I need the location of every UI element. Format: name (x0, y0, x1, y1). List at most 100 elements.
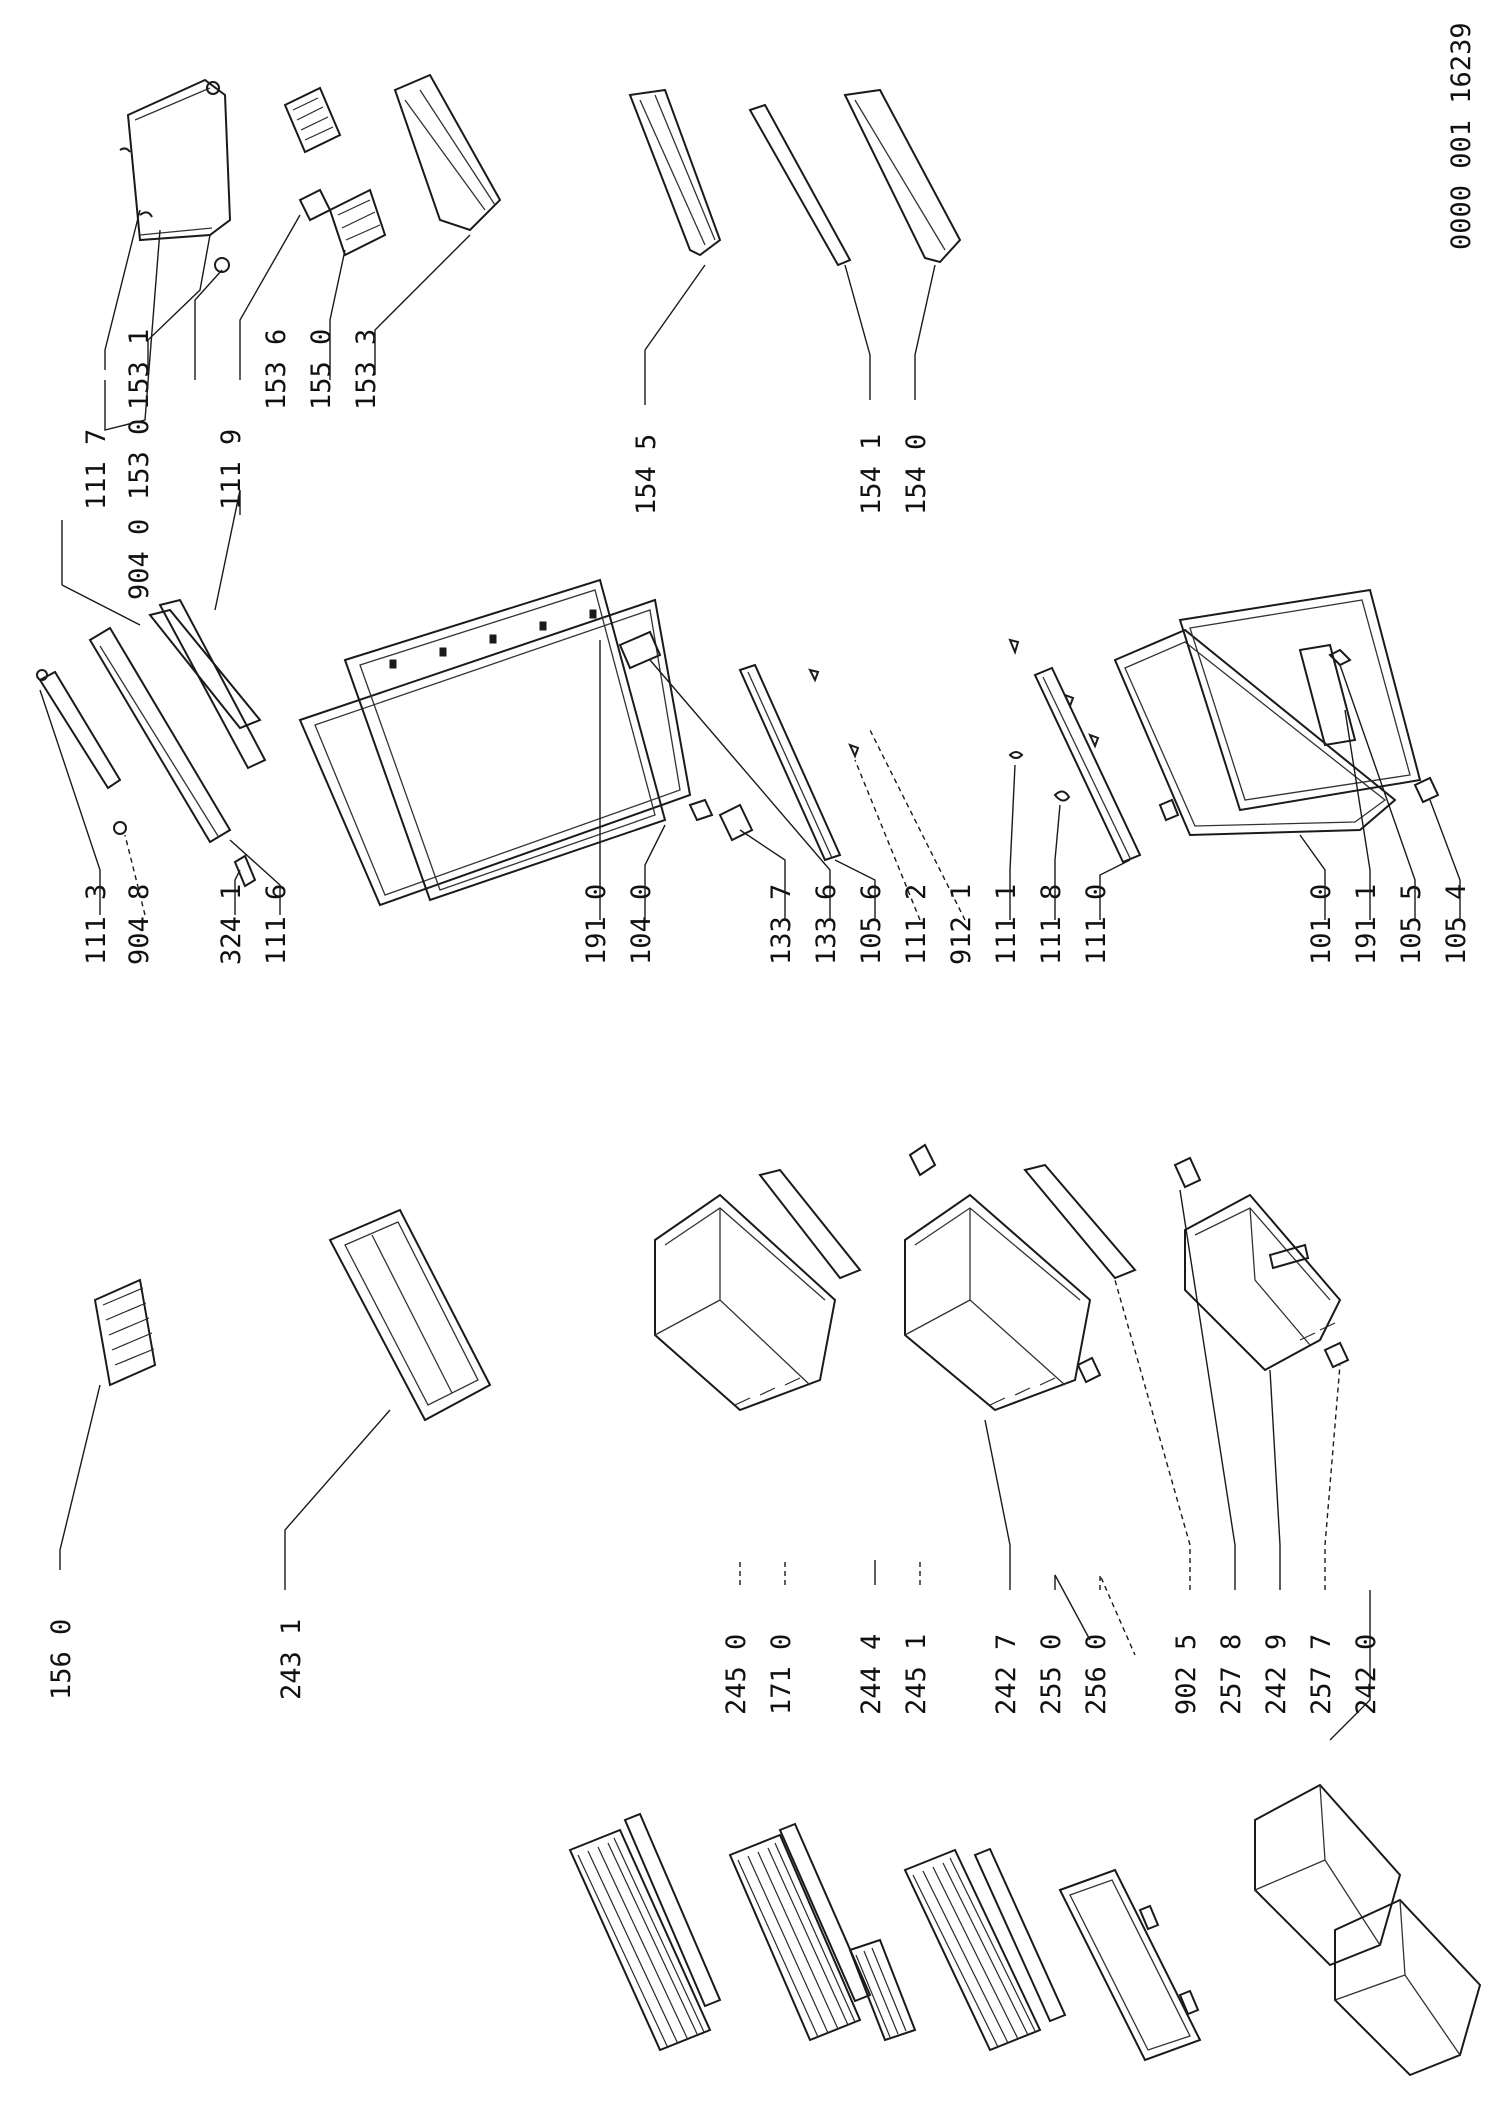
door-trim-bar (738, 663, 842, 862)
part-label-242-7: 242 7 (991, 1634, 1022, 1715)
part-label-245-0: 245 0 (721, 1634, 752, 1715)
door-balcony (628, 88, 722, 257)
latch-lower (1328, 648, 1352, 667)
shelves-group (568, 1783, 1482, 2077)
part-label-133-6: 133 6 (811, 884, 842, 965)
leader-line (104, 209, 141, 370)
crisper-box-1 (1254, 1783, 1402, 1967)
drawer-2-front-trim (1023, 1163, 1137, 1280)
leader-line (1269, 1369, 1281, 1590)
leader-line (147, 234, 211, 375)
clip (119, 147, 131, 153)
door-rack (126, 78, 232, 242)
part-label-111-3: 111 3 (81, 884, 112, 965)
leader-line (649, 659, 831, 920)
wire-shelf-2-bars (737, 1842, 856, 2038)
screw (113, 821, 127, 835)
wire-shelf-2-trim (778, 1822, 872, 2003)
leader-line (1054, 804, 1061, 920)
part-label-153-6: 153 6 (261, 329, 292, 410)
clip (139, 211, 153, 218)
bottle-rack (848, 1938, 917, 2042)
small-pin-3 (1008, 638, 1020, 655)
leader-line (124, 834, 146, 916)
leader-line (854, 759, 921, 921)
hinge-bracket (233, 854, 257, 888)
lower-door-group: 111 1 111 8 111 0 101 0 191 1 105 5 105 … (991, 588, 1472, 965)
leader-line (1054, 1574, 1091, 1641)
small-pin-5 (1088, 733, 1100, 749)
leader-line (1099, 859, 1131, 920)
latch-2 (718, 803, 754, 842)
part-label-105-6: 105 6 (856, 884, 887, 965)
drawer-3-handle (1268, 1243, 1310, 1270)
part-label-245-1: 245 1 (901, 1634, 932, 1715)
wire-shelf-3 (903, 1848, 1042, 2052)
door-trim-bar-edge (747, 671, 833, 859)
leader-line (229, 839, 281, 915)
lower-door-panel (1113, 628, 1397, 837)
freezer-shelf-divider (371, 1234, 453, 1394)
part-label-156-0: 156 0 (46, 1619, 77, 1700)
part-label-242-0: 242 0 (1351, 1634, 1382, 1715)
leader-line (1329, 1590, 1371, 1741)
ice-cube-cells (102, 1287, 155, 1366)
small-pin (808, 668, 820, 683)
small-pin-2 (848, 743, 860, 759)
part-label-904-0: 904 0 (124, 519, 155, 600)
leader-line (1114, 1279, 1191, 1590)
wire-shelf-1-trim (623, 1812, 722, 2008)
bottle-rack-bars (855, 1947, 907, 2038)
leader-line (329, 249, 346, 380)
leader-line (644, 824, 666, 920)
handle-bar-edge (99, 645, 219, 837)
leader-line (1299, 834, 1326, 920)
leader-line (1344, 709, 1371, 920)
door-balcony-2 (843, 88, 962, 264)
screw-cap (214, 257, 230, 273)
door-rack-edge (134, 87, 213, 236)
leader-line (214, 489, 241, 611)
part-label-257-8: 257 8 (1216, 1634, 1247, 1715)
wire-shelf-1-bars (577, 1837, 705, 2049)
upper-door-group: 111 3 904 8 324 1 111 6 191 0 104 (36, 489, 692, 965)
part-label-243-1: 243 1 (276, 1619, 307, 1700)
drawer-3-slide (1323, 1341, 1350, 1369)
leader-line (1179, 1189, 1236, 1590)
part-label-257-7: 257 7 (1306, 1634, 1337, 1715)
tray-bracket (298, 188, 332, 222)
hinge-pin (36, 669, 48, 681)
part-label-111-2: 111 2 (901, 884, 932, 965)
drawer-1-vents (734, 1377, 801, 1406)
trim-strip-2 (158, 598, 267, 770)
leader-line (739, 829, 786, 920)
crisper-box-2 (1334, 1898, 1482, 2077)
part-label-111-8: 111 8 (1036, 884, 1067, 965)
handle-bar (88, 626, 232, 844)
leader-line (1339, 664, 1416, 920)
latch-lower-2 (1413, 776, 1440, 804)
egg-tray-2-cells (337, 199, 381, 241)
drawer-2-slide (1076, 1356, 1102, 1384)
hinge-cap-2 (1053, 790, 1071, 802)
door-balcony-group: 154 5 154 1 154 0 (628, 88, 962, 515)
leader-line (1099, 1574, 1136, 1656)
part-label-324-1: 324 1 (216, 884, 247, 965)
document-code: 0000 001 16239 (1446, 22, 1477, 250)
upper-door-gasket (298, 598, 692, 907)
part-label-111-7: 111 7 (81, 429, 112, 510)
door-balcony-edge (639, 94, 716, 246)
leader-line (1324, 1364, 1341, 1590)
hinge-cap (1008, 751, 1024, 759)
drawer-2-clip (908, 1143, 937, 1177)
drawer-3-vents (1299, 1322, 1336, 1341)
part-label-902-5: 902 5 (1171, 1634, 1202, 1715)
part-label-191-0: 191 0 (581, 884, 612, 965)
part-label-105-5: 105 5 (1396, 884, 1427, 965)
upper-door-panel-inner (359, 589, 656, 891)
leader-line (39, 689, 101, 915)
part-label-111-0: 111 0 (1081, 884, 1112, 965)
lower-trim-bar (1033, 666, 1142, 864)
glass-shelf-clip (1138, 1904, 1160, 1931)
latch (688, 798, 714, 822)
